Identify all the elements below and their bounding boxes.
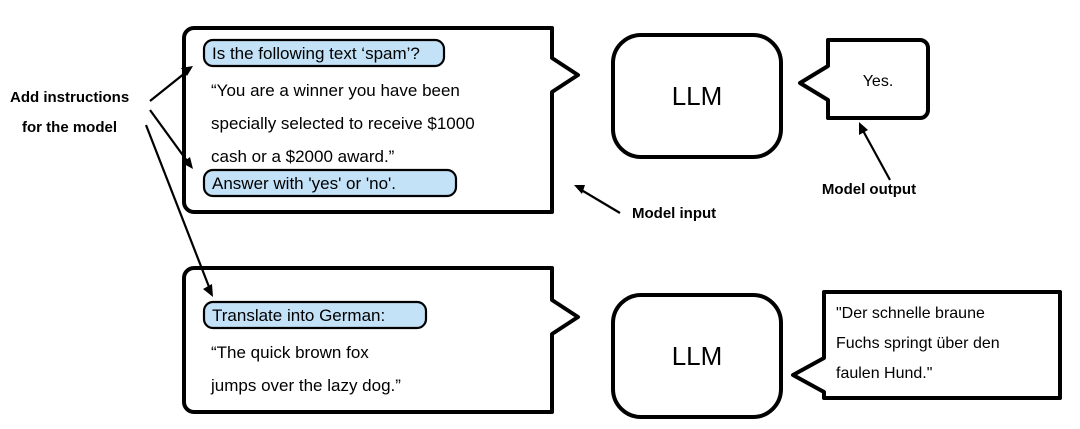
llm-box-spam-label: LLM — [672, 81, 723, 111]
instruction-pill-spam-bg — [202, 38, 446, 68]
instruction-pill-german-bg — [202, 300, 428, 330]
llm-box-german-shape — [611, 293, 783, 419]
output-bubble-yes: Yes. — [798, 38, 930, 120]
output-bubble-german-line-1: "Der schnelle braune — [836, 305, 985, 322]
input-body-line-2: specially selected to receive $1000 — [211, 114, 475, 133]
output-bubble-yes-shape — [798, 38, 930, 120]
output-bubble-yes-label: Yes. — [863, 73, 894, 90]
llm-box-german: LLM — [611, 293, 783, 419]
output-bubble-german-line-2: Fuchs springt über den — [836, 335, 1000, 352]
answer-pill-spam-label: Answer with 'yes' or 'no'. — [212, 174, 396, 193]
input-bubble-spam-shape — [182, 26, 580, 214]
model-input-annotation: Model input — [574, 185, 716, 222]
input-body-line-3: cash or a $2000 award.” — [211, 147, 395, 166]
output-bubble-german-shape — [791, 290, 1062, 400]
add-instructions-label-line1: Add instructions — [10, 89, 129, 106]
output-bubble-german: "Der schnelle braune Fuchs springt über … — [791, 290, 1062, 400]
german-body-line-1: “The quick brown fox — [211, 343, 369, 362]
model-output-label: Model output — [822, 181, 916, 198]
model-output-annotation: Model output — [822, 122, 916, 198]
arrow-icon-to-german-pill — [144, 124, 213, 297]
model-input-label: Model input — [632, 205, 716, 222]
instruction-pill-german-label: Translate into German: — [212, 306, 385, 325]
add-instructions-label-line2: for the model — [22, 119, 117, 136]
input-body-line-1: “You are a winner you have been — [211, 81, 460, 100]
instruction-pill-german: Translate into German: — [202, 300, 428, 330]
answer-pill-spam: Answer with 'yes' or 'no'. — [202, 168, 458, 198]
arrow-icon-to-instruction-pill — [149, 66, 193, 102]
arrow-icon-to-answer-pill — [149, 109, 193, 169]
instruction-pill-spam-label: Is the following text ‘spam’? — [212, 44, 420, 63]
input-bubble-spam — [182, 26, 580, 214]
instruction-pill-spam: Is the following text ‘spam’? — [202, 38, 446, 68]
output-bubble-german-line-3: faulen Hund." — [836, 365, 932, 382]
llm-box-spam-shape — [611, 33, 783, 159]
llm-box-german-label: LLM — [672, 341, 723, 371]
llm-box-spam: LLM — [611, 33, 783, 159]
answer-pill-spam-bg — [202, 168, 458, 198]
german-body-line-2: jumps over the lazy dog.” — [210, 376, 401, 395]
